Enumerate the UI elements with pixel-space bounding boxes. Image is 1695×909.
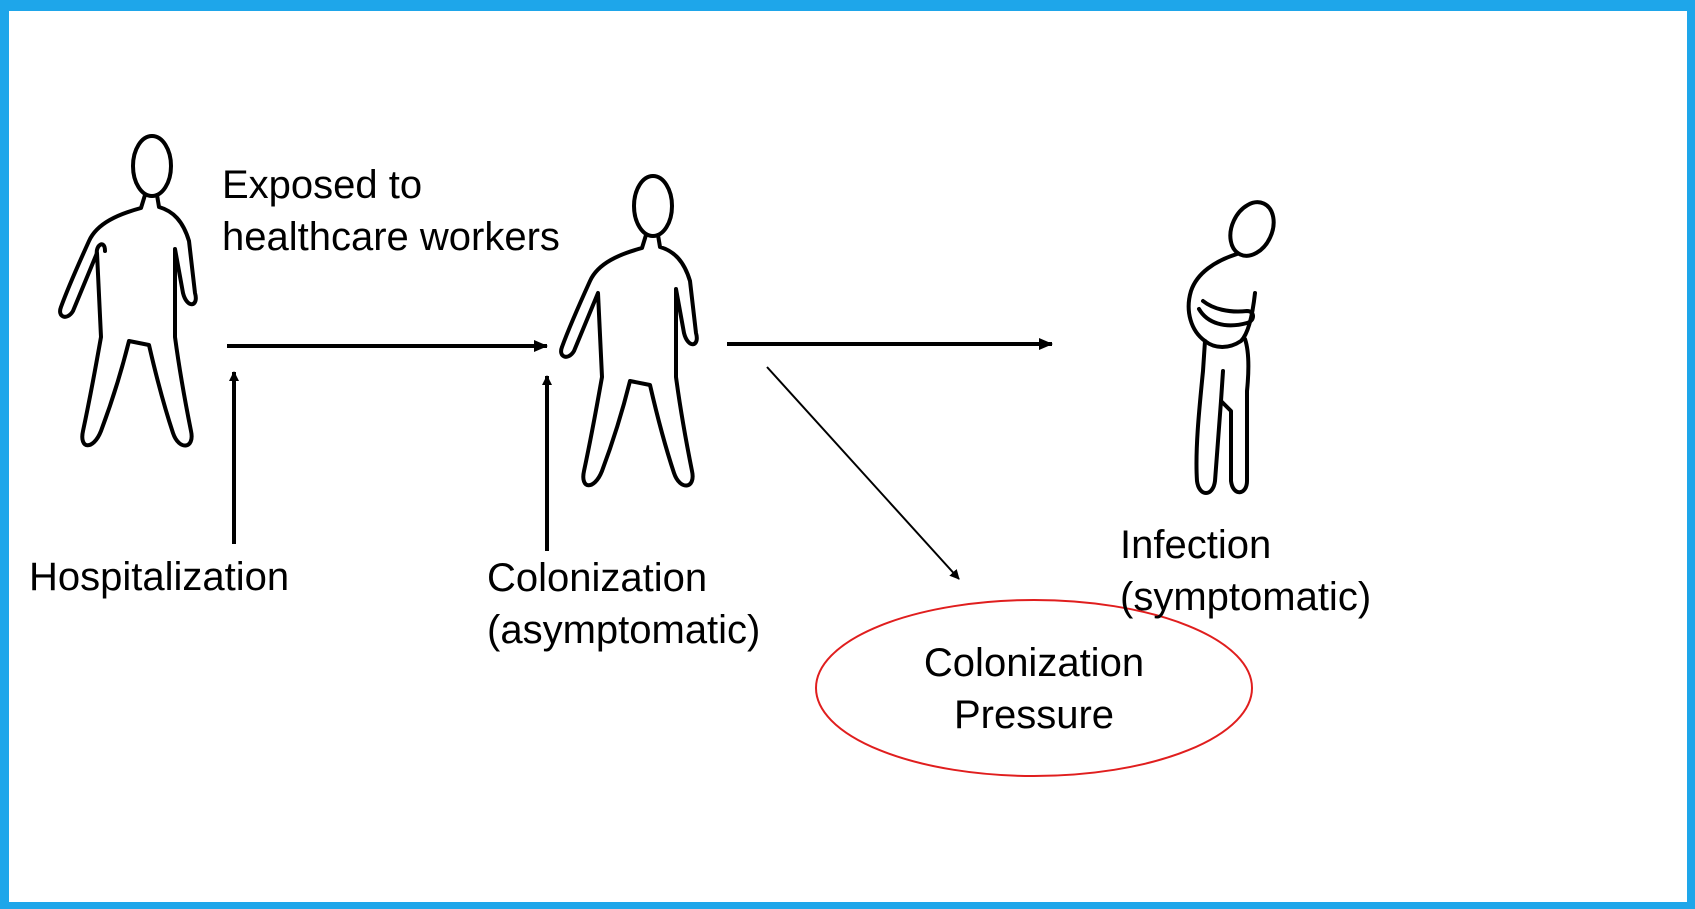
diagram-drawing: [9, 11, 1687, 902]
infection-label: Infection (symptomatic): [1120, 519, 1371, 623]
pressure-arrow: [767, 367, 959, 579]
person-standing-icon-1: [60, 136, 196, 446]
pressure-label-line2: Pressure: [834, 689, 1234, 741]
colonization-label: Colonization (asymptomatic): [487, 552, 760, 656]
exposed-label-line1: Exposed to: [222, 159, 560, 211]
pressure-label: Colonization Pressure: [834, 637, 1234, 741]
diagram-canvas: Exposed to healthcare workers Hospitaliz…: [9, 11, 1687, 902]
infection-label-line2: (symptomatic): [1120, 571, 1371, 623]
person-standing-icon-2: [561, 176, 697, 486]
person-hunched-icon: [1189, 195, 1282, 493]
exposed-label-line2: healthcare workers: [222, 211, 560, 263]
hospitalization-label: Hospitalization: [29, 551, 289, 603]
hospitalization-label-text: Hospitalization: [29, 551, 289, 603]
infection-label-line1: Infection: [1120, 519, 1371, 571]
exposed-label: Exposed to healthcare workers: [222, 159, 560, 263]
colonization-label-line1: Colonization: [487, 552, 760, 604]
colonization-label-line2: (asymptomatic): [487, 604, 760, 656]
pressure-label-line1: Colonization: [834, 637, 1234, 689]
